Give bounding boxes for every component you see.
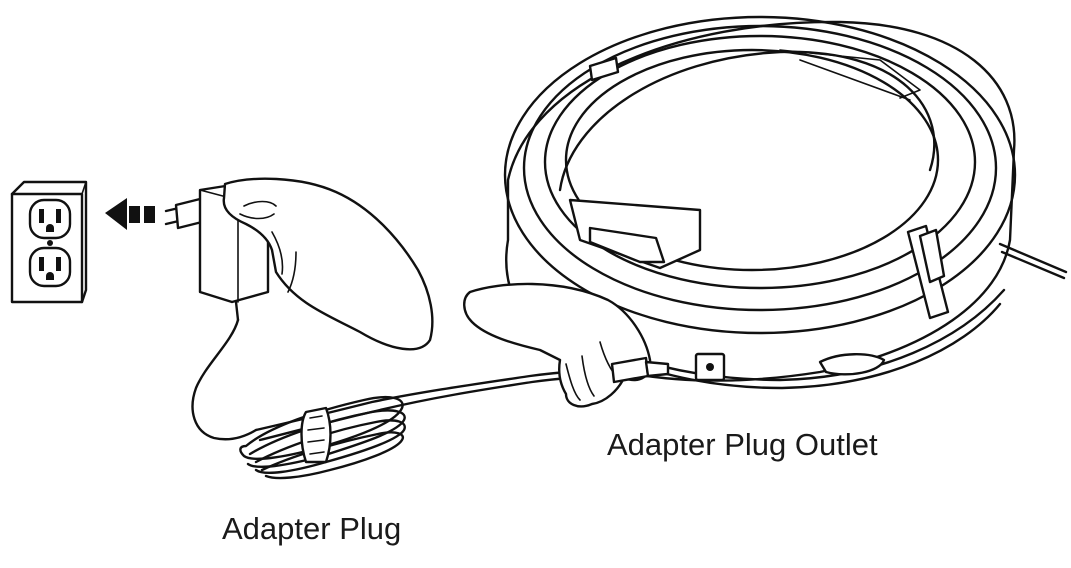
cord-coil (239, 396, 406, 480)
direction-arrow-icon (105, 198, 155, 230)
wall-outlet (10, 180, 88, 304)
left-hand (222, 177, 434, 351)
robot-vacuum (503, 15, 1068, 390)
right-hand (463, 282, 652, 408)
plug-prongs (164, 197, 204, 230)
label-adapter-plug: Adapter Plug (222, 511, 402, 546)
dc-plug (610, 356, 670, 384)
label-adapter-plug-outlet: Adapter Plug Outlet (607, 427, 878, 462)
